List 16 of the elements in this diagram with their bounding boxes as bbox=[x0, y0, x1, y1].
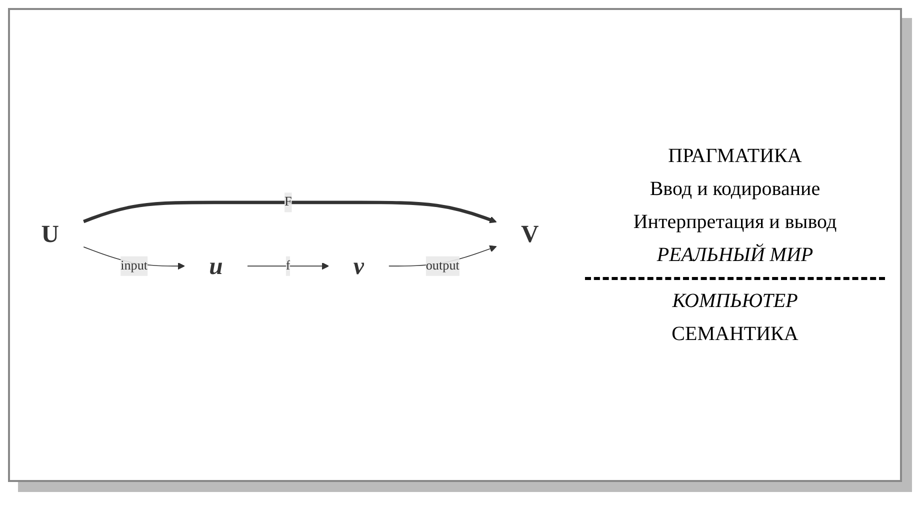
node-text: U bbox=[41, 220, 60, 248]
node-text: u bbox=[209, 252, 223, 280]
diagram-label: ПРАГМАТИКА bbox=[668, 144, 802, 168]
arrow bbox=[247, 262, 330, 270]
diagram-label: СЕМАНТИКА bbox=[672, 322, 798, 346]
diagram-label: Интерпретация и вывод bbox=[633, 210, 837, 234]
arrow bbox=[83, 201, 497, 224]
edge-label: output bbox=[426, 258, 460, 273]
edge-label: input bbox=[120, 258, 148, 273]
node-text: v bbox=[353, 252, 364, 280]
edge-label: F bbox=[284, 195, 292, 210]
node-text: V bbox=[520, 220, 539, 248]
edge-label: f bbox=[286, 258, 290, 273]
diagram-label: КОМПЬЮТЕР bbox=[672, 290, 798, 312]
diagram-label: Ввод и кодирование bbox=[650, 178, 820, 200]
diagram-label: РЕАЛЬНЫЙ МИР bbox=[656, 244, 814, 266]
